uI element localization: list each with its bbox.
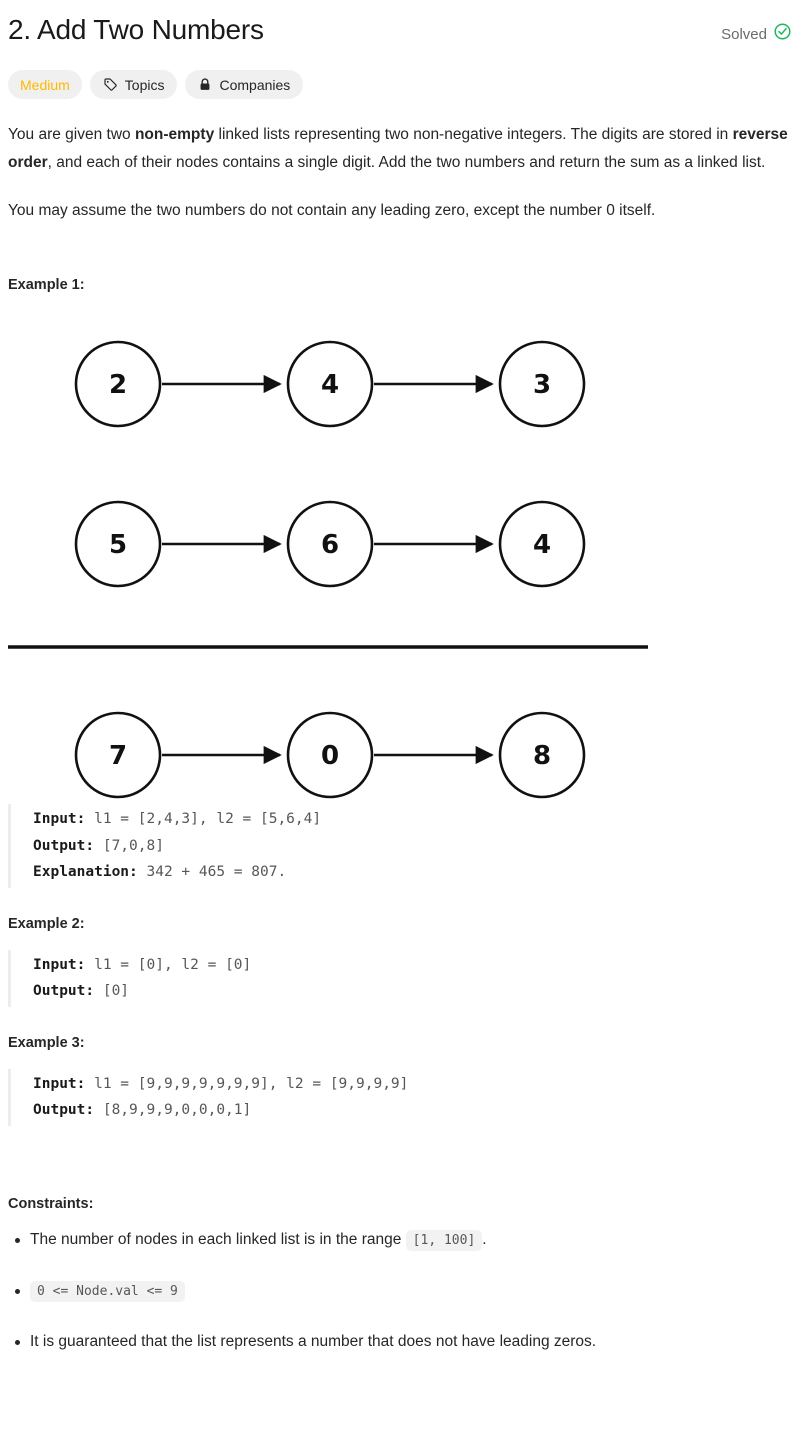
code-line: Output: [7,0,8]: [33, 833, 792, 860]
status-badge: Solved: [721, 12, 792, 46]
code-line: Explanation: 342 + 465 = 807.: [33, 859, 792, 886]
companies-pill[interactable]: Companies: [185, 70, 304, 99]
companies-label: Companies: [219, 76, 291, 93]
code-label: Explanation:: [33, 864, 138, 880]
constraint-text: The number of nodes in each linked list …: [30, 1230, 406, 1248]
code-label: Output:: [33, 837, 95, 854]
problem-description: You are given two non-empty linked lists…: [8, 121, 792, 225]
lock-icon: [198, 77, 212, 92]
code-value: [8,9,9,9,0,0,0,1]: [94, 1102, 252, 1118]
code-label: Output:: [33, 983, 95, 999]
code-line: Input: l1 = [0], l2 = [0]: [33, 952, 792, 979]
example-2-heading: Example 2:: [8, 915, 85, 932]
linked-list-diagram: 2 4 3 5 6 4 7 0 8: [8, 299, 792, 804]
node-value: 2: [109, 370, 127, 400]
code-value: 342 + 465 = 807.: [137, 864, 287, 880]
node-value: 5: [109, 530, 127, 560]
difficulty-pill-medium[interactable]: Medium: [8, 70, 82, 99]
problem-page: 2. Add Two Numbers Solved Medium Topic: [8, 0, 792, 1356]
example-1-code: Input: l1 = [2,4,3], l2 = [5,6,4]Output:…: [8, 804, 792, 888]
example-1-heading: Example 1:: [8, 277, 85, 293]
code-line: Output: [8,9,9,9,0,0,0,1]: [33, 1097, 792, 1124]
code-value: [0]: [94, 983, 130, 999]
status-label: Solved: [721, 25, 767, 43]
node-value: 7: [109, 741, 127, 771]
desc-text-1: You are given two: [8, 126, 135, 143]
example-2-code: Input: l1 = [0], l2 = [0]Output: [0]: [8, 949, 792, 1007]
difficulty-label: Medium: [20, 76, 70, 93]
constraint-text-after: .: [482, 1230, 487, 1248]
code-line: Input: l1 = [2,4,3], l2 = [5,6,4]: [33, 806, 792, 833]
desc-text-2: linked lists representing two non-negati…: [214, 126, 733, 143]
code-value: l1 = [0], l2 = [0]: [85, 956, 252, 973]
desc-bold-non-empty: non-empty: [134, 126, 215, 143]
node-value: 6: [321, 530, 339, 560]
code-value: l1 = [2,4,3], l2 = [5,6,4]: [85, 811, 322, 827]
topics-label: Topics: [124, 76, 165, 93]
code-value: [7,0,8]: [94, 837, 164, 854]
description-paragraph-1: You are given two non-empty linked lists…: [8, 121, 792, 177]
list-item: It is guaranteed that the list represent…: [15, 1328, 792, 1356]
code-value: l1 = [9,9,9,9,9,9,9], l2 = [9,9,9,9]: [85, 1075, 409, 1092]
list-item: 0 <= Node.val <= 9: [15, 1277, 792, 1306]
constraint-text: It is guaranteed that the list represent…: [30, 1332, 597, 1350]
example-3-code: Input: l1 = [9,9,9,9,9,9,9], l2 = [9,9,9…: [8, 1068, 792, 1126]
node-value: 0: [321, 741, 339, 771]
code-label: Input:: [33, 956, 86, 973]
list-item: The number of nodes in each linked list …: [15, 1226, 792, 1255]
inline-code: 0 <= Node.val <= 9: [30, 1280, 185, 1302]
node-value: 3: [533, 370, 551, 400]
constraints-heading: Constraints:: [8, 1195, 94, 1212]
description-paragraph-2: You may assume the two numbers do not co…: [8, 202, 656, 219]
linked-list-svg: 2 4 3 5 6 4 7 0 8: [8, 340, 648, 799]
node-value: 8: [533, 741, 551, 771]
tag-icon: [103, 77, 118, 92]
header: 2. Add Two Numbers Solved: [8, 0, 792, 48]
node-value: 4: [321, 370, 339, 400]
node-value: 4: [533, 530, 551, 560]
tag-pill-group: Medium Topics Companies: [8, 70, 792, 99]
code-label: Input:: [33, 1075, 86, 1092]
check-circle-icon: [773, 22, 792, 46]
inline-code: [1, 100]: [405, 1229, 483, 1251]
code-line: Output: [0]: [33, 978, 792, 1005]
desc-bold-reverse-order: reverse order: [8, 126, 788, 171]
desc-text-3: , and each of their nodes contains a sin…: [47, 154, 766, 171]
example-3-heading: Example 3:: [8, 1034, 85, 1051]
topics-pill[interactable]: Topics: [89, 70, 178, 99]
code-line: Input: l1 = [9,9,9,9,9,9,9], l2 = [9,9,9…: [33, 1071, 792, 1098]
code-label: Input:: [33, 811, 86, 827]
constraints-list: The number of nodes in each linked list …: [8, 1226, 792, 1356]
code-label: Output:: [33, 1102, 95, 1118]
page-title: 2. Add Two Numbers: [8, 14, 264, 45]
